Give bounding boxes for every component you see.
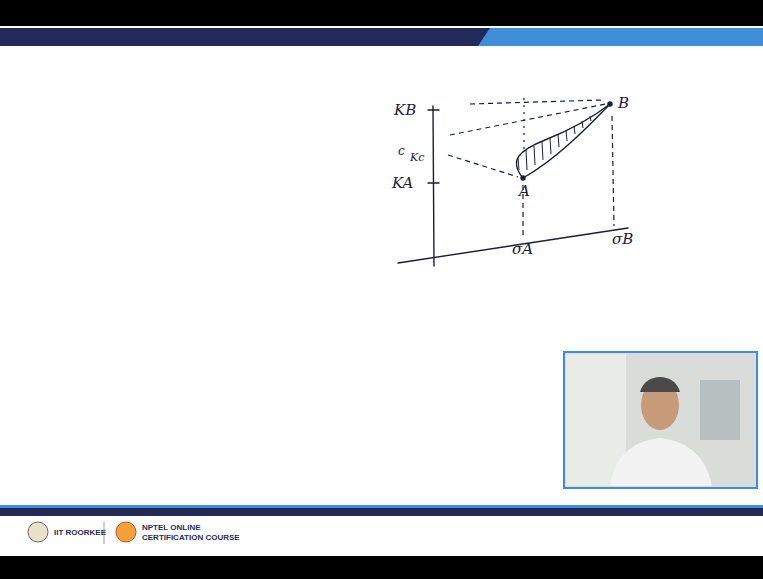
lower-curve (523, 104, 610, 178)
hatching (518, 116, 591, 170)
nptel-logo (116, 522, 136, 542)
dotted-line (523, 98, 524, 150)
footer-line (0, 505, 763, 508)
point-a (521, 176, 525, 180)
header-accent (478, 28, 763, 46)
x-axis (398, 228, 628, 263)
axis-label: KA (392, 176, 413, 191)
dashed-line (448, 155, 518, 177)
footer-text: NPTEL ONLINE (142, 524, 201, 532)
axis-label: Kc (410, 152, 424, 163)
footer-text: IIT ROORKEE (54, 529, 106, 537)
header-bar (0, 28, 763, 46)
axis-label: c (398, 145, 405, 157)
iit-logo (28, 522, 48, 542)
footer-text: CERTIFICATION COURSE (142, 534, 240, 542)
point-label: B (618, 96, 629, 111)
axis-label: KB (394, 103, 416, 118)
tick (428, 182, 439, 183)
footer-bar (0, 508, 763, 516)
point-b (608, 102, 612, 106)
dashed-line (612, 116, 614, 226)
tick (428, 109, 439, 110)
presenter-body (610, 438, 712, 486)
point-label: A (519, 184, 530, 199)
video-background (700, 380, 740, 440)
upper-curve (516, 104, 610, 178)
axis-label: σA (512, 242, 533, 257)
video-inset (564, 352, 757, 488)
dashed-line (450, 104, 606, 135)
y-axis (433, 106, 434, 266)
axis-label: σB (612, 232, 633, 247)
presenter-cap (640, 377, 680, 392)
slide-ground (0, 26, 763, 556)
dashed-line (470, 100, 602, 104)
